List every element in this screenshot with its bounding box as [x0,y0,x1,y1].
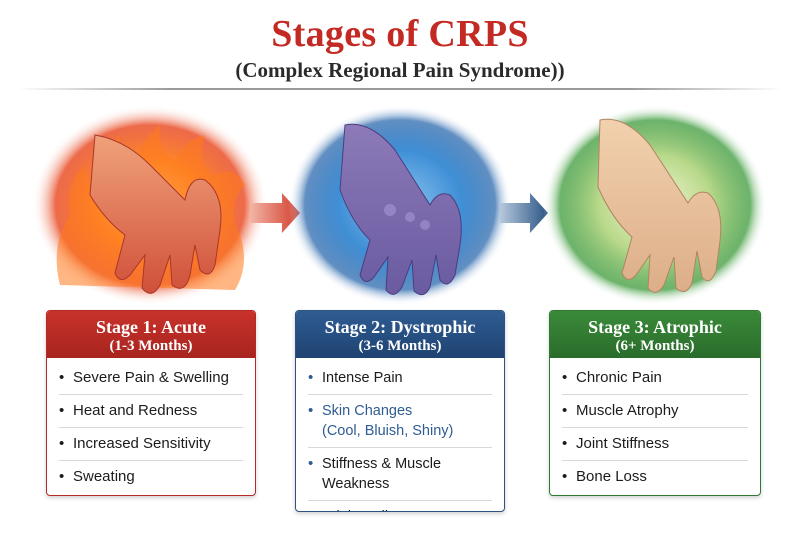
stage-2-symptom-list: Intense Pain Skin Changes (Cool, Bluish,… [296,358,504,511]
stage-3-title: Stage 3: Atrophic [588,317,722,337]
stage-2-header: Stage 2: Dystrophic (3-6 Months) [296,311,504,358]
symptom-item: Severe Pain & Swelling [59,362,243,395]
stage-1-title: Stage 1: Acute [96,317,206,337]
symptom-item-main: Skin Changes [322,403,413,419]
arrow-right-icon [250,193,300,233]
stage-2-duration: (3-6 Months) [358,338,442,354]
stage-3-duration: (6+ Months) [615,338,695,354]
hand-inflamed-flames-icon [32,105,268,305]
stage-1-card: Stage 1: Acute (1-3 Months) Severe Pain … [46,310,256,496]
symptom-item: Joint Stiffness [562,428,748,461]
hand-illustrations [32,105,767,305]
symptom-item: Brittle Nails [308,501,492,511]
symptom-item: Chronic Pain [562,362,748,395]
stage-1-symptom-list: Severe Pain & Swelling Heat and Redness … [47,358,255,493]
symptom-item-detail: (Cool, Bluish, Shiny) [322,423,454,439]
stage-1-header: Stage 1: Acute (1-3 Months) [47,311,255,358]
stage-3-header: Stage 3: Atrophic (6+ Months) [550,311,760,358]
symptom-item: Bone Loss [562,461,748,493]
symptom-item: Heat and Redness [59,395,243,428]
symptom-item: Stiffness & Muscle Weakness [308,448,492,501]
title-divider [18,88,782,90]
symptom-item: Intense Pain [308,362,492,395]
symptom-item: Skin Changes (Cool, Bluish, Shiny) [308,395,492,448]
stage-3-card: Stage 3: Atrophic (6+ Months) Chronic Pa… [549,310,761,496]
symptom-item: Sweating [59,461,243,493]
page-subtitle: (Complex Regional Pain Syndrome)) [235,58,565,82]
arrow-right-icon [500,193,548,233]
symptom-item: Increased Sensitivity [59,428,243,461]
stage-2-title: Stage 2: Dystrophic [324,317,476,337]
stage-3-symptom-list: Chronic Pain Muscle Atrophy Joint Stiffn… [550,358,760,493]
stage-1-duration: (1-3 Months) [109,338,193,354]
page-title: Stages of CRPS [271,13,529,55]
hand-bluish-glow-icon [288,105,512,305]
hand-pale-green-glow-icon [543,105,767,305]
stage-2-card: Stage 2: Dystrophic (3-6 Months) Intense… [295,310,505,512]
symptom-item: Muscle Atrophy [562,395,748,428]
